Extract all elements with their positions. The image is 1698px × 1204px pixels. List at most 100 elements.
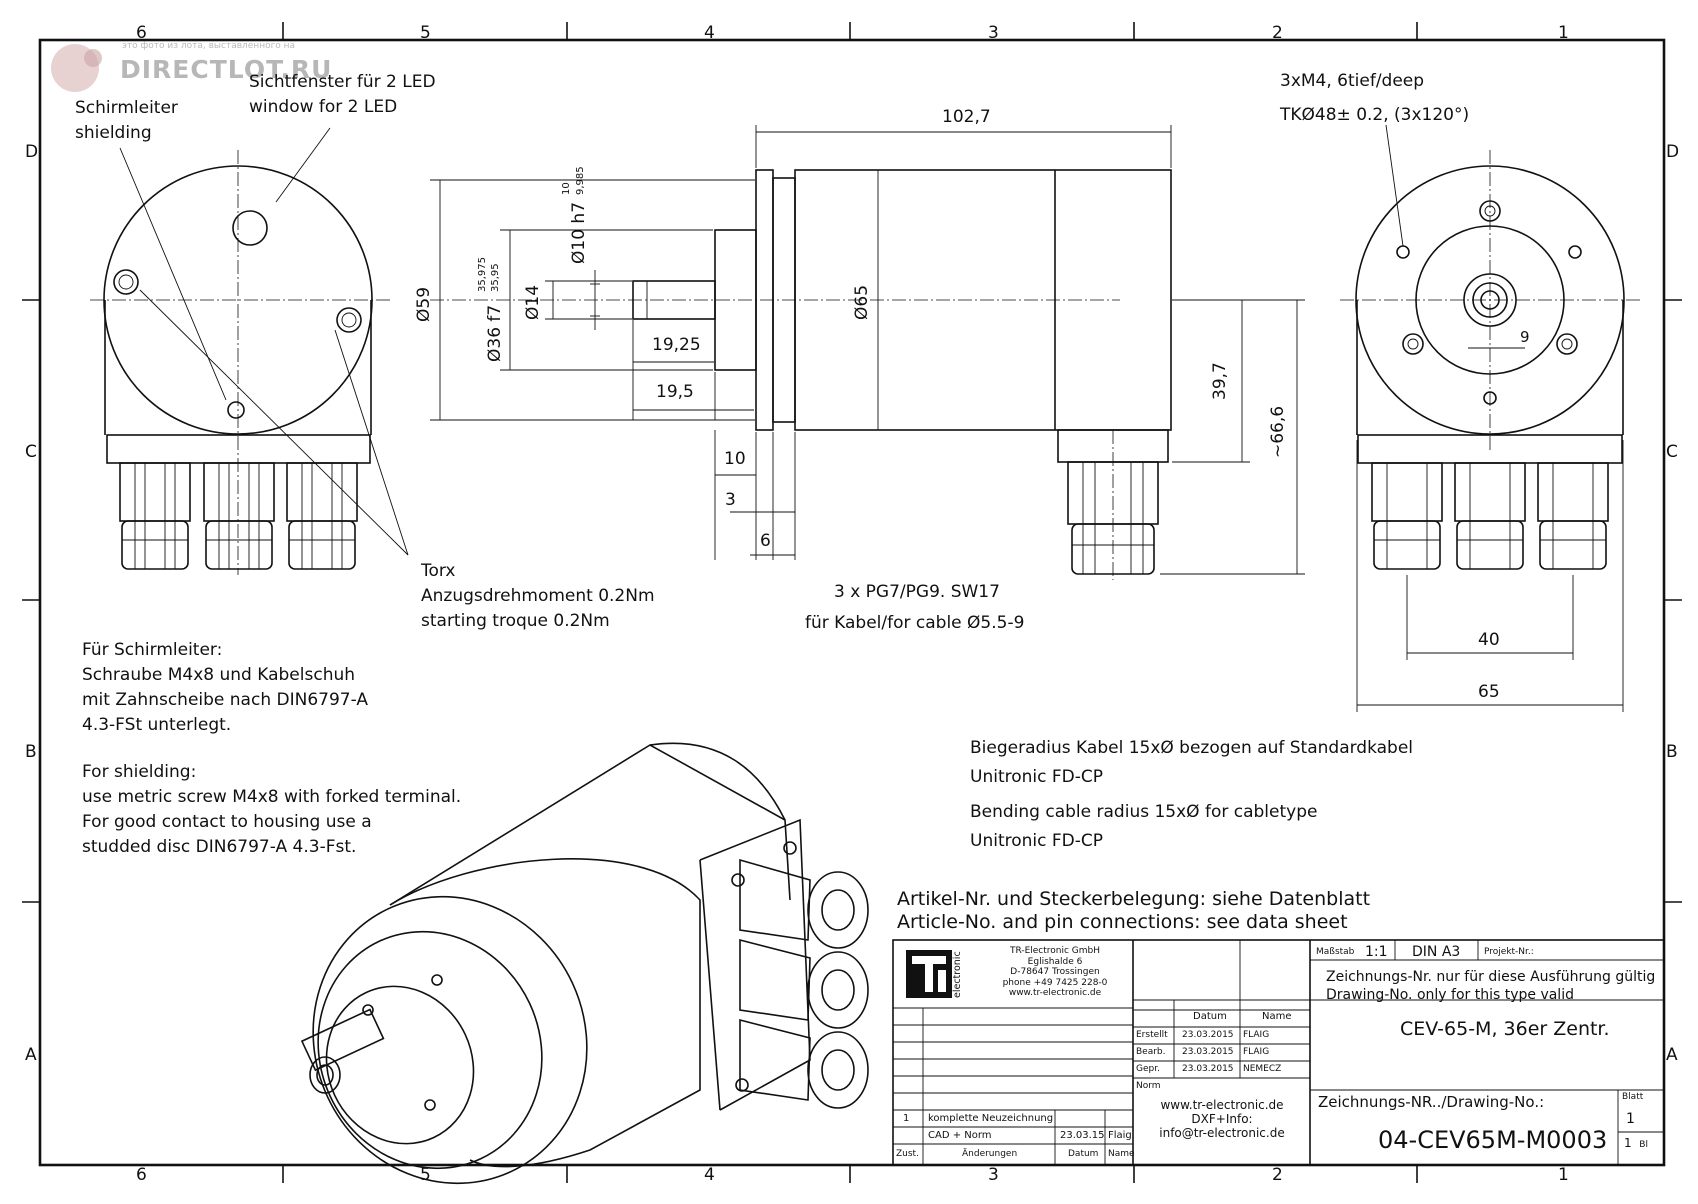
dim-d36-tol-lo: 35,95	[490, 263, 501, 292]
company-line: www.tr-electronic.de	[1008, 988, 1102, 998]
col-label: 6	[136, 23, 147, 43]
row-role: Erstellt	[1136, 1030, 1168, 1040]
web-line: www.tr-electronic.de	[1160, 1098, 1284, 1112]
note-line: 4.3-FSt unterlegt.	[82, 715, 232, 735]
dim-40: 40	[1478, 630, 1500, 650]
col-label: 2	[1272, 1165, 1283, 1185]
side-view	[430, 169, 1172, 580]
callout-torx: Torx	[421, 561, 456, 581]
note-shield-de: Für Schirmleiter: Schraube M4x8 und Kabe…	[82, 638, 368, 738]
side-dimensions	[430, 125, 1305, 575]
dim-d10: Ø10 h7	[569, 201, 589, 264]
company-line: Eglishalde 6	[1027, 956, 1083, 967]
drawing-no-label: Zeichnungs-NR../Drawing-No.:	[1318, 1093, 1545, 1111]
row-role: Norm	[1136, 1081, 1161, 1091]
dim-10: 10	[724, 449, 746, 469]
note-shield-en: For shielding: use metric screw M4x8 wit…	[82, 760, 461, 860]
footer-changes: Änderungen	[962, 1149, 1018, 1159]
col-label: 1	[1558, 1165, 1569, 1185]
dim-d14: Ø14	[523, 284, 543, 320]
row-name: FLAIG	[1243, 1047, 1270, 1057]
row-label: A	[1666, 1045, 1678, 1065]
row-date: 23.03.2015	[1182, 1030, 1234, 1040]
row-label: B	[1666, 742, 1678, 762]
callout-thread-1: 3xM4, 6tief/deep	[1280, 71, 1425, 91]
watermark-brand: DIRECTLOT.RU	[120, 55, 332, 84]
col-label: 5	[420, 23, 431, 43]
row-role: Gepr.	[1136, 1064, 1160, 1074]
dim-397: 39,7	[1210, 362, 1230, 400]
col-label: 4	[704, 23, 715, 43]
dim-1925: 19,25	[652, 335, 701, 355]
frame-ticks	[22, 22, 1682, 1183]
note-bend-2: Unitronic FD-CP	[970, 767, 1103, 787]
row-date: 23.03.2015	[1182, 1064, 1234, 1074]
format-value: DIN A3	[1412, 944, 1461, 960]
rear-view	[1340, 124, 1640, 570]
row-date: 23.03.2015	[1182, 1047, 1234, 1057]
row-label: B	[25, 742, 37, 762]
dim-3: 3	[725, 490, 736, 510]
callout-gland-1: 3 x PG7/PG9. SW17	[834, 582, 1000, 602]
project-label: Projekt-Nr.:	[1484, 947, 1534, 957]
dim-d36: Ø36 f7	[485, 304, 505, 362]
validity-en: Drawing-No. only for this type valid	[1326, 987, 1574, 1003]
revision-date: 23.03.15	[1060, 1130, 1105, 1141]
sheet-label: Blatt	[1622, 1092, 1644, 1102]
watermark-caption: это фото из лота, выставленного на	[122, 41, 295, 51]
callout-window-de: Sichtfenster für 2 LED	[249, 72, 436, 92]
revision2-text: CAD + Norm	[928, 1130, 992, 1141]
drawing-frame	[38, 38, 1666, 1167]
web-line: info@tr-electronic.de	[1159, 1126, 1285, 1140]
col-name-label: Name	[1262, 1011, 1292, 1022]
callout-shielding-en: shielding	[75, 123, 152, 143]
row-name: NEMECZ	[1243, 1064, 1282, 1074]
logo-text: electronic	[952, 951, 963, 998]
dim-d10-tol-hi: 10	[561, 182, 572, 195]
scale-value: 1:1	[1365, 944, 1388, 960]
company-line: D-78647 Trossingen	[1010, 967, 1100, 977]
note-article-de: Artikel-Nr. und Steckerbelegung: siehe D…	[897, 888, 1371, 910]
col-label: 6	[136, 1165, 147, 1185]
row-label: A	[25, 1045, 37, 1065]
frame-row-labels: D C B A D C B A	[25, 142, 1679, 1065]
row-role: Bearb.	[1136, 1047, 1166, 1057]
col-label: 1	[1558, 23, 1569, 43]
col-label: 2	[1272, 23, 1283, 43]
callout-torque-en: starting troque 0.2Nm	[421, 611, 610, 631]
note-line: Schraube M4x8 und Kabelschuh	[82, 665, 356, 685]
dim-d65: Ø65	[852, 284, 872, 320]
sheet-value: 1	[1626, 1111, 1635, 1127]
callout-thread-2: TKØ48± 0.2, (3x120°)	[1280, 105, 1470, 125]
web-line: DXF+Info:	[1191, 1112, 1253, 1126]
dim-length: 102,7	[942, 107, 991, 127]
company-line: phone +49 7425 228-0	[1002, 977, 1108, 988]
company-address: TR-Electronic GmbH Eglishalde 6 D-78647 …	[985, 946, 1125, 999]
note-bend-3: Bending cable radius 15xØ for cabletype	[970, 802, 1318, 822]
dim-65: 65	[1478, 682, 1500, 702]
row-label: D	[25, 142, 38, 162]
revision-text: komplette Neuzeichnung	[928, 1113, 1054, 1124]
note-line: For good contact to housing use a	[82, 812, 372, 832]
callout-torque-de: Anzugsdrehmoment 0.2Nm	[421, 586, 655, 606]
note-line: studded disc DIN6797-A 4.3-Fst.	[82, 837, 357, 857]
note-bend-1: Biegeradius Kabel 15xØ bezogen auf Stand…	[970, 738, 1414, 758]
dim-d10-tol-lo: 9,985	[575, 166, 586, 195]
col-label: 4	[704, 1165, 715, 1185]
dim-9: 9	[1520, 328, 1530, 346]
col-label: 3	[988, 1165, 999, 1185]
web-info: www.tr-electronic.de DXF+Info: info@tr-e…	[1140, 1098, 1304, 1140]
revision-index: 1	[903, 1113, 910, 1124]
scale-label: Maßstab	[1316, 947, 1355, 957]
footer-date: Datum	[1068, 1149, 1099, 1159]
company-line: TR-Electronic GmbH	[1009, 946, 1101, 956]
isometric-view	[300, 742, 869, 1185]
row-name: FLAIG	[1243, 1030, 1270, 1040]
note-bend-4: Unitronic FD-CP	[970, 831, 1103, 851]
col-date-label: Datum	[1193, 1011, 1227, 1022]
validity-de: Zeichnungs-Nr. nur für diese Ausführung …	[1326, 969, 1656, 985]
drawing-title: CEV-65-M, 36er Zentr.	[1400, 1018, 1610, 1040]
sheet-total: 1 Bl	[1624, 1137, 1648, 1150]
dim-6: 6	[760, 531, 771, 551]
